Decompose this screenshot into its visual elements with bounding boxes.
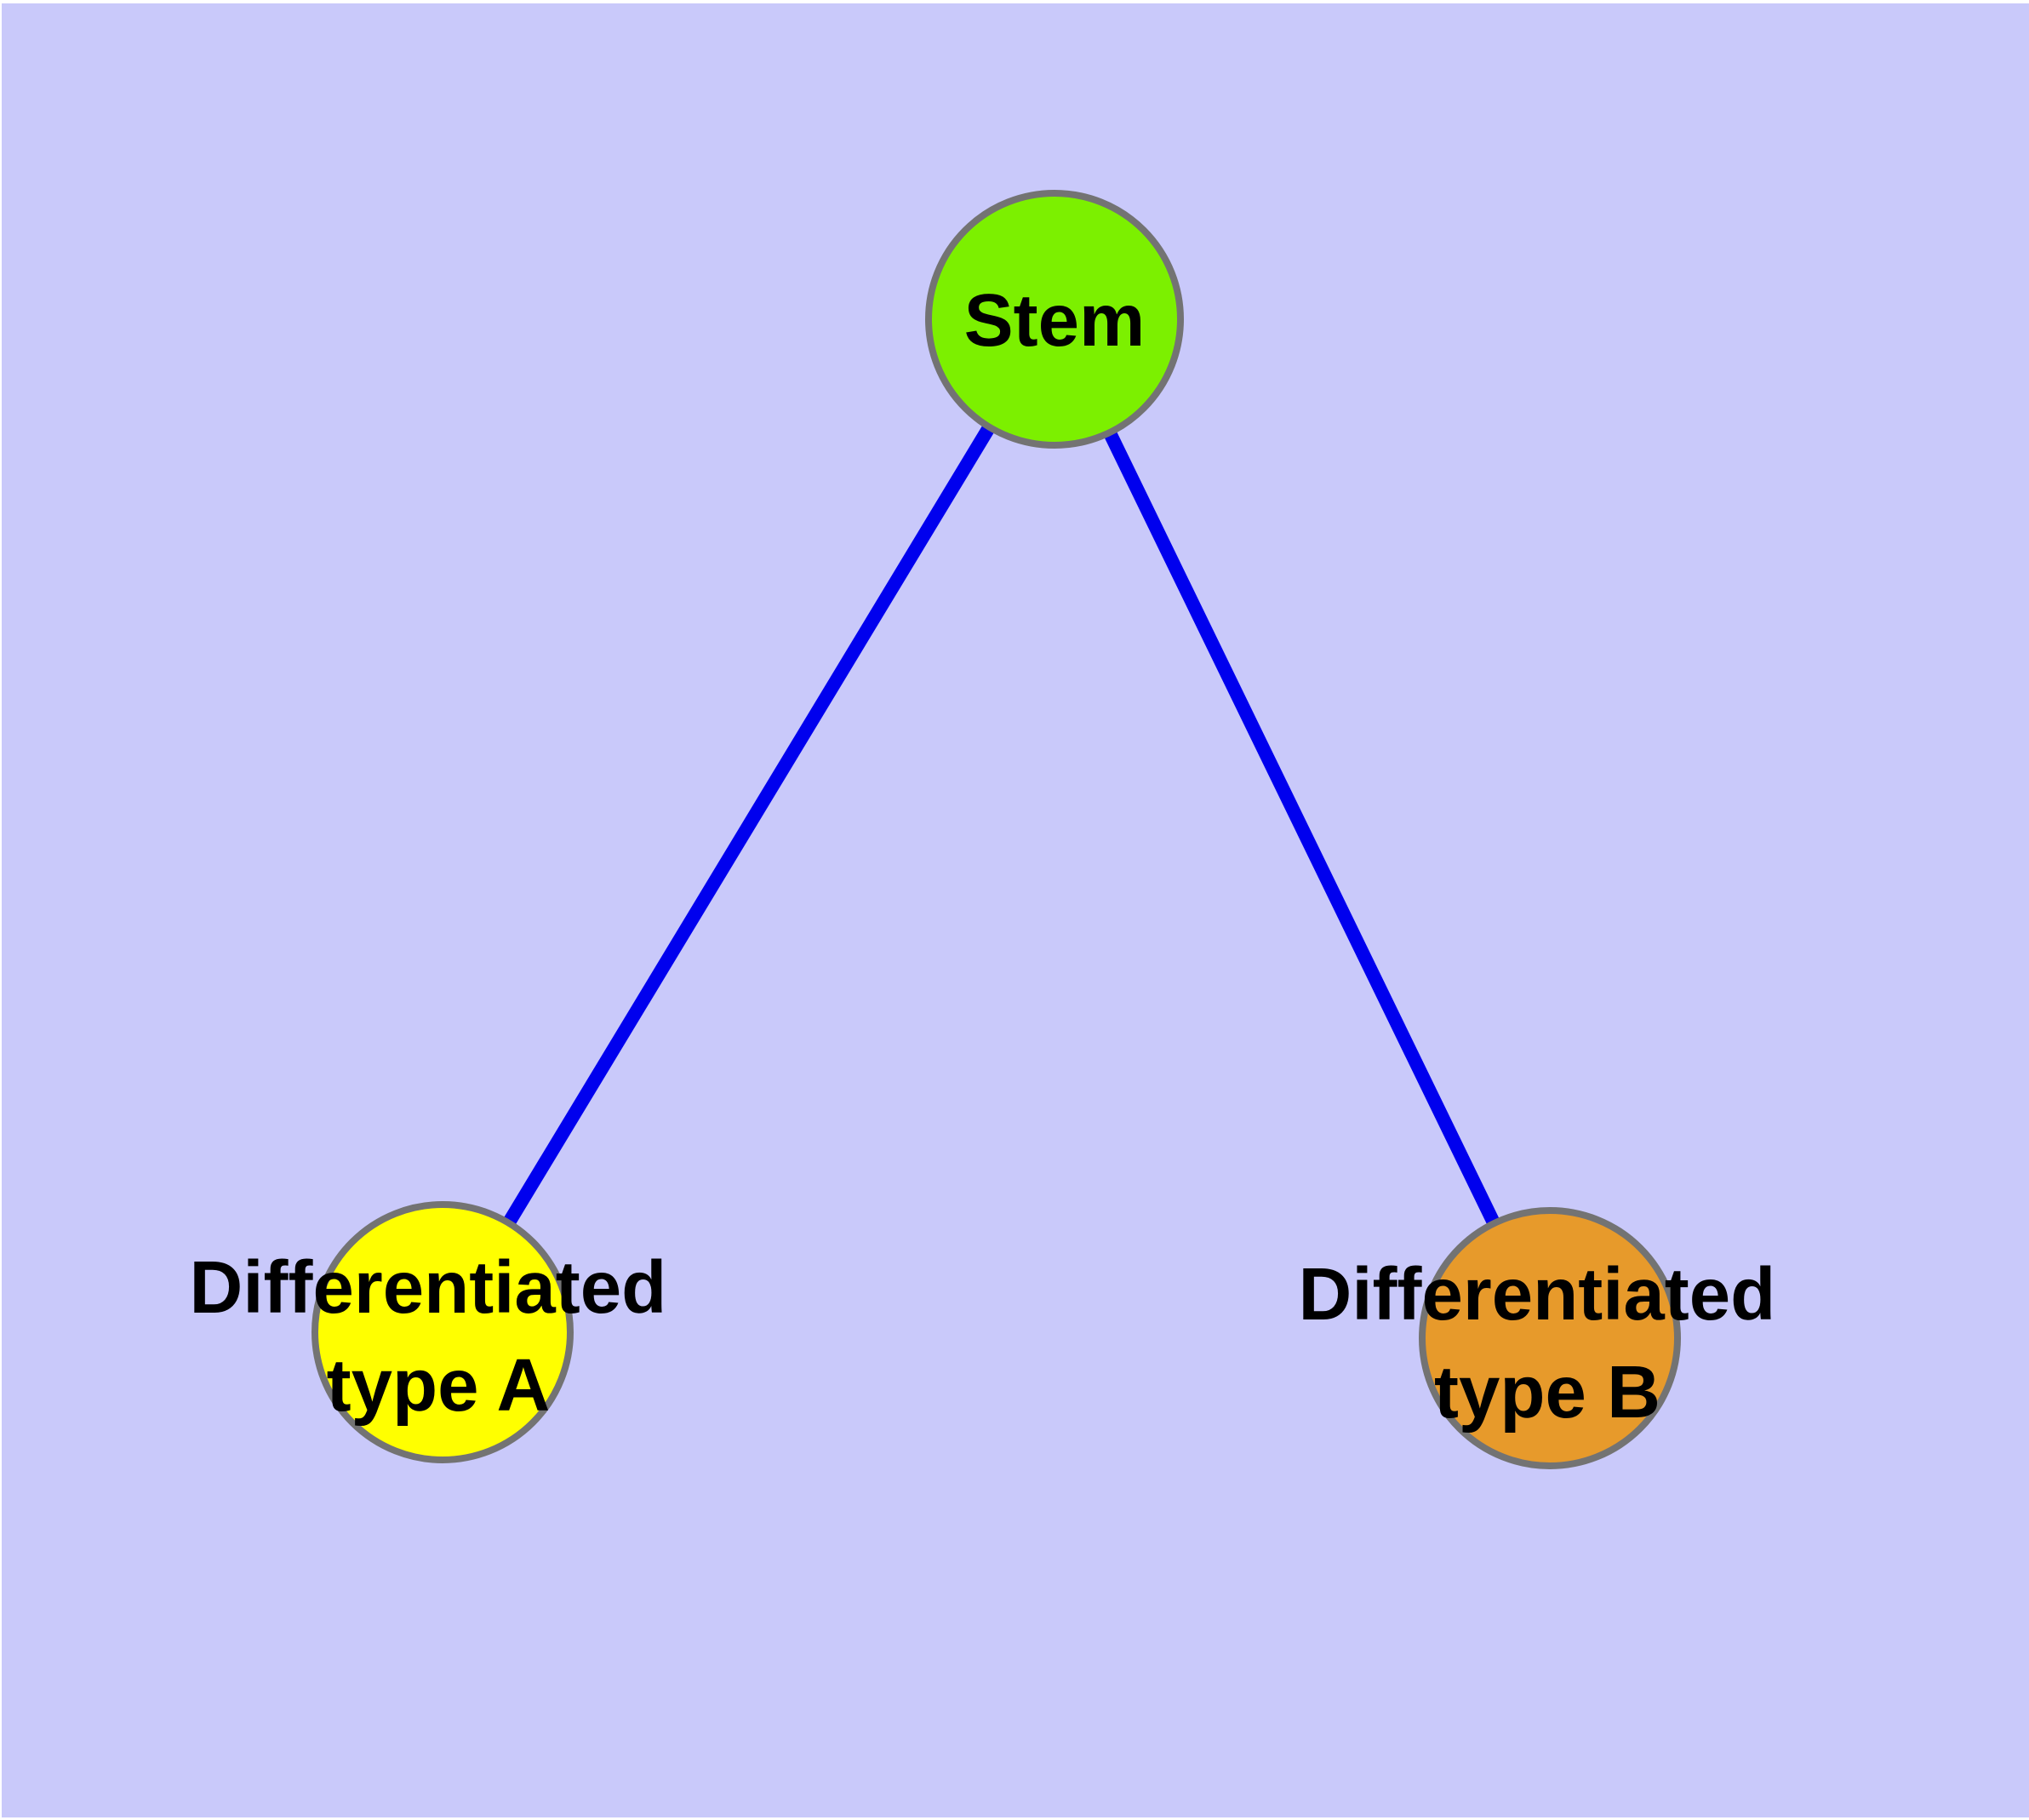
edge-stem-to-type-b xyxy=(1048,316,1557,1342)
node-label-type-b-line-2: type B xyxy=(1434,1351,1660,1434)
node-label-type-a-line-1: Differentiated xyxy=(190,1246,667,1329)
node-label-type-a-line-2: type A xyxy=(327,1344,551,1427)
node-label-stem: Stem xyxy=(964,279,1146,362)
node-differentiated-type-b xyxy=(1419,1207,1681,1469)
edge-stem-to-type-a xyxy=(437,315,1060,1336)
node-label-stem-line: Stem xyxy=(964,279,1146,362)
node-differentiated-type-a xyxy=(311,1201,574,1463)
node-label-type-b-line-1: Differentiated xyxy=(1299,1253,1776,1336)
node-stem xyxy=(925,190,1184,449)
node-label-differentiated-type-b: Differentiated type B xyxy=(1299,1253,1797,1434)
node-label-differentiated-type-a: Differentiated type A xyxy=(190,1246,688,1427)
